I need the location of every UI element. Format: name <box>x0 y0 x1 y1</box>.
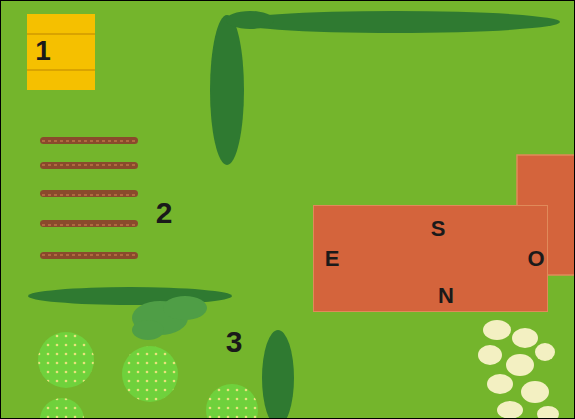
hedge <box>28 11 560 419</box>
vegetable-row <box>40 137 138 259</box>
callout-number: 3 <box>226 327 243 357</box>
callout-number: 2 <box>156 198 173 228</box>
compass-letter: S <box>431 218 446 240</box>
shrub <box>132 296 207 340</box>
compass-letter: O <box>527 248 544 270</box>
compass-letter: N <box>438 285 454 307</box>
round-bush <box>38 332 258 419</box>
compass-letter: E <box>325 248 340 270</box>
house: S E O N <box>313 205 548 312</box>
flower-bed: 1 <box>27 14 95 90</box>
bed-number: 1 <box>35 37 51 65</box>
stepping-stone <box>478 320 559 419</box>
